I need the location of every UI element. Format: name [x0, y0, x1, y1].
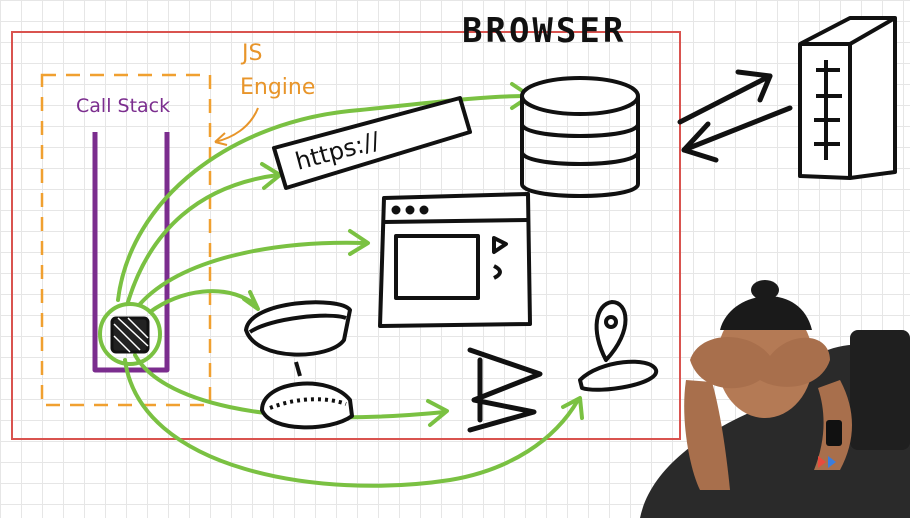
- server-icon: [798, 16, 897, 180]
- bluetooth-icon: [467, 347, 543, 433]
- presenter-figure: [640, 280, 910, 518]
- js-engine-border: [40, 73, 212, 407]
- browser-title: BROWSER: [462, 11, 626, 51]
- call-stack-label: Call Stack: [76, 95, 170, 117]
- browser-border: [11, 31, 681, 440]
- hourglass-icon: [244, 300, 354, 430]
- url-box: https://: [272, 96, 472, 190]
- exchange-arrows: [677, 69, 793, 163]
- location-pin-icon: [578, 300, 658, 392]
- call-stack-frame: [98, 302, 162, 366]
- call-stack-container: [92, 132, 170, 373]
- js-engine-pointer-arrow: [214, 107, 259, 146]
- database-icon: [520, 76, 640, 198]
- js-engine-label-line1: JS: [240, 41, 262, 66]
- web-api-arrows: [116, 82, 584, 488]
- browser-window-icon: [378, 192, 532, 328]
- js-engine-label-line2: Engine: [240, 75, 315, 100]
